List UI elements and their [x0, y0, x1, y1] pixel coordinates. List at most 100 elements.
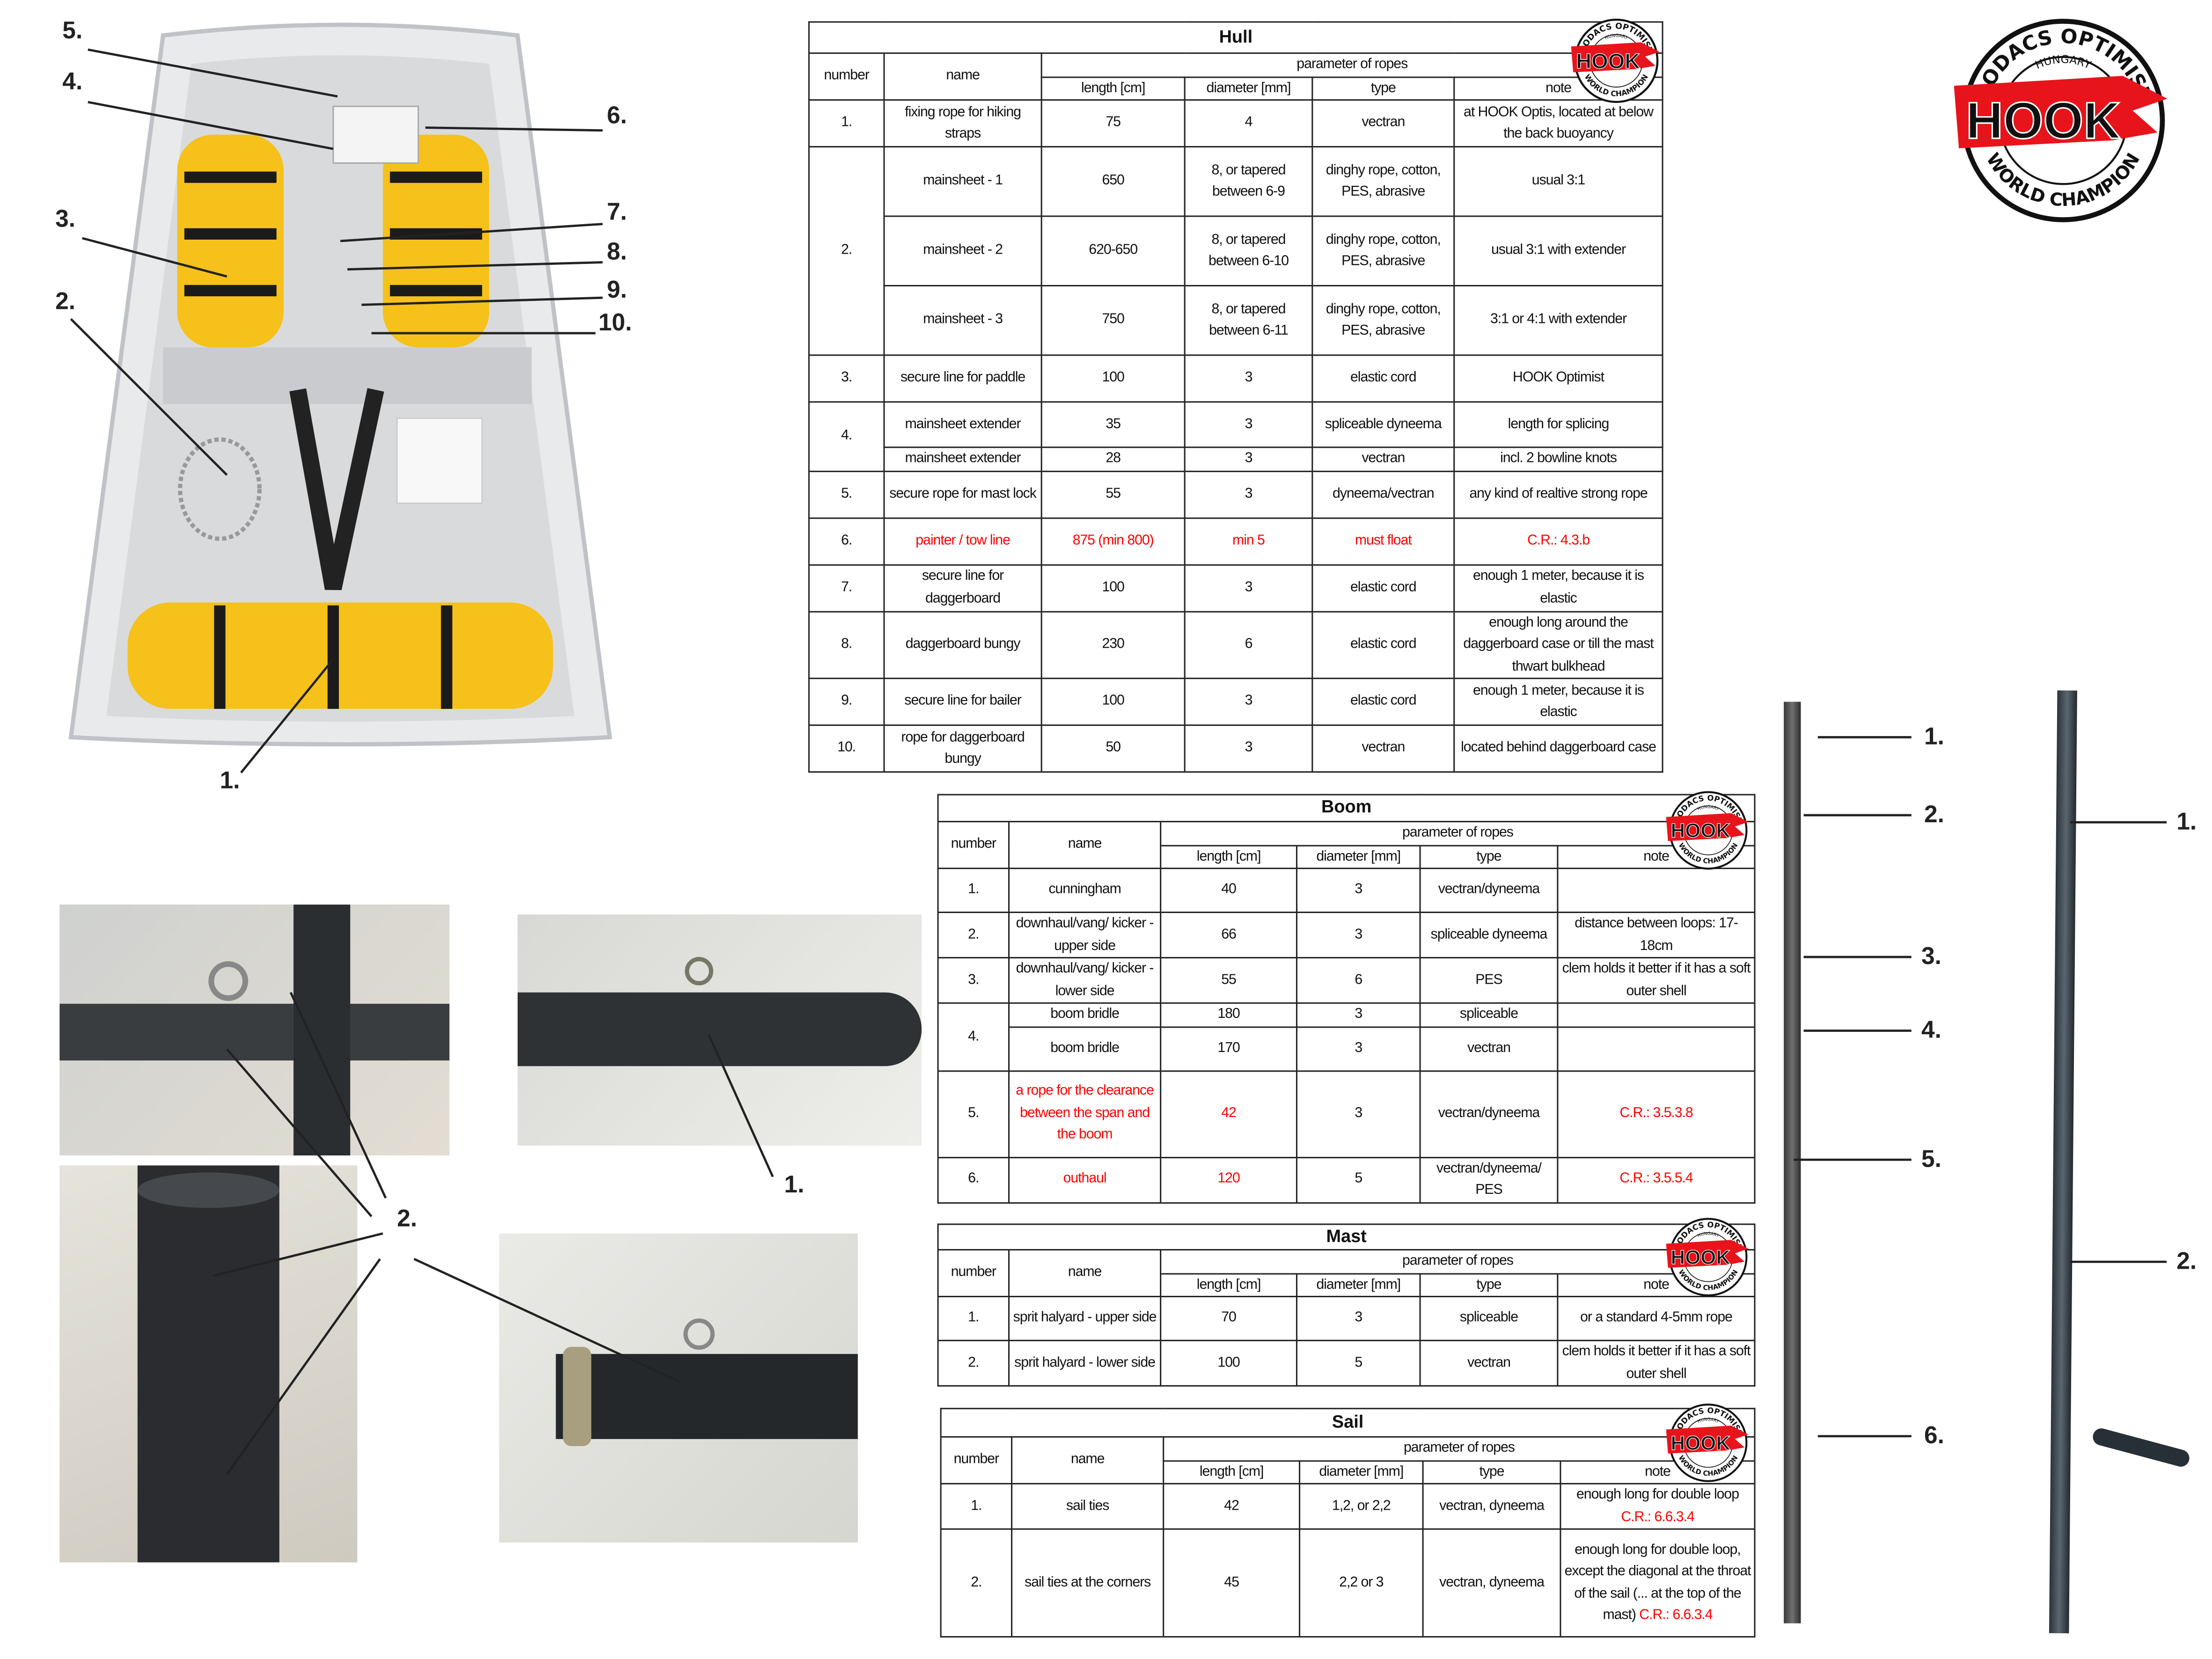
cell-note: usual 3:1	[1453, 146, 1663, 217]
mast-callout-6: 6.	[1924, 1422, 1945, 1449]
cell-type-text: dinghy rope, cotton, PES, abrasive	[1326, 301, 1441, 339]
cell-name: rope for daggerboard bungy	[883, 724, 1042, 773]
cell-name-text: outhaul	[1063, 1171, 1107, 1187]
cell-diameter-text: 6	[1355, 972, 1362, 988]
cell-type: vectran, dyneema	[1422, 1528, 1561, 1638]
cell-type: spliceable dyneema	[1311, 401, 1455, 448]
cell-diameter: 3	[1184, 401, 1313, 448]
table-title: Boom	[937, 794, 1756, 823]
table-title-row: Boom	[937, 794, 1756, 823]
cell-diameter: 3	[1296, 1002, 1421, 1027]
cell-name: mainsheet extender	[883, 446, 1042, 472]
cell-diameter: 3	[1184, 724, 1313, 773]
cell-length-text: 750	[1102, 312, 1124, 328]
cell-length-text: 230	[1102, 636, 1124, 652]
cell-note: C.R.: 3.5.5.4	[1557, 1156, 1756, 1203]
cell-note-text: 3:1 or 4:1 with extender	[1490, 312, 1627, 328]
cell-name-text: mainsheet extender	[905, 416, 1021, 432]
cell-type-text: PES	[1475, 972, 1503, 988]
row-number: 1.	[937, 868, 1010, 913]
mast-callout-3: 3.	[1921, 943, 1941, 970]
cell-length-text: 75	[1106, 115, 1121, 131]
cell-length-text: 28	[1106, 451, 1121, 467]
cell-length: 100	[1040, 678, 1186, 726]
cell-diameter: min 5	[1184, 517, 1313, 565]
row-number: 6.	[937, 1156, 1010, 1203]
cell-type: elastic cord	[1311, 354, 1455, 403]
cell-note-text: at HOOK Optis, located at below the back…	[1464, 104, 1654, 142]
cell-diameter-text: 3	[1355, 1040, 1362, 1056]
cell-note-text: clem holds it better if it has a soft ou…	[1562, 961, 1751, 999]
cell-name-text: mainsheet - 1	[923, 173, 1003, 189]
cell-length-text: 70	[1221, 1310, 1237, 1326]
boat-photo	[64, 21, 617, 765]
cell-note: enough 1 meter, because it is elastic	[1453, 678, 1663, 726]
cell-note-text: C.R.: 3.5.3.8	[1619, 1105, 1693, 1121]
cell-diameter-text: 3	[1245, 579, 1253, 595]
cell-note: 3:1 or 4:1 with extender	[1453, 285, 1663, 356]
cell-diameter: 1,2, or 2,2	[1299, 1483, 1424, 1530]
header-name: name	[1008, 1249, 1162, 1297]
mast-callout-2: 2.	[1924, 801, 1945, 828]
cell-name: downhaul/vang/ kicker - upper side	[1008, 911, 1162, 958]
cell-name-text: downhaul/vang/ kicker - lower side	[1016, 961, 1154, 999]
cell-note-text: enough 1 meter, because it is elastic	[1472, 568, 1644, 607]
cell-type-text: dinghy rope, cotton, PES, abrasive	[1326, 232, 1441, 270]
cell-type: spliceable	[1419, 1002, 1559, 1027]
cell-diameter: 6	[1184, 610, 1313, 680]
mast-tie-photo	[59, 1165, 358, 1563]
svg-text:HUNGARY: HUNGARY	[1697, 1232, 1720, 1239]
row-number: 2.	[937, 1339, 1010, 1387]
cell-type: vectran	[1419, 1025, 1559, 1071]
cell-note: enough long for double loop, except the …	[1560, 1528, 1756, 1638]
cell-name-text: a rope for the clearance between the spa…	[1016, 1083, 1154, 1143]
boat-callout-3: 3.	[55, 205, 76, 233]
hodacs-hook-logo: HODACS OPTIMIST HUNGARY WORLD CHAMPION H…	[1666, 1401, 1751, 1492]
cell-diameter: 2,2 or 3	[1299, 1528, 1424, 1638]
row-number: 1.	[937, 1295, 1010, 1341]
cell-length: 750	[1040, 285, 1186, 356]
cell-name-text: sprit halyard - upper side	[1013, 1310, 1157, 1326]
header-number: number	[940, 1436, 1013, 1484]
cell-name: mainsheet extender	[883, 401, 1042, 448]
mast-callout-4: 4.	[1921, 1016, 1941, 1044]
row-number: 10.	[808, 724, 885, 773]
boat-callout-9: 9.	[607, 276, 627, 304]
cell-note: C.R.: 3.5.3.8	[1557, 1069, 1756, 1158]
cell-type: vectran	[1311, 99, 1455, 148]
cell-type: vectran/dyneema	[1419, 1069, 1559, 1158]
table-title: Hull	[808, 21, 1663, 54]
cell-note: clem holds it better if it has a soft ou…	[1557, 1339, 1756, 1387]
cell-diameter-text: 3	[1355, 1006, 1362, 1023]
cell-diameter-text: 4	[1245, 115, 1253, 131]
cell-diameter-text: 3	[1245, 486, 1253, 502]
cell-note: any kind of realtive strong rope	[1453, 470, 1663, 519]
cell-type: vectran/dyneema/ PES	[1419, 1156, 1559, 1203]
cell-diameter: 3	[1184, 678, 1313, 726]
table-title-row: Hull	[808, 21, 1663, 54]
row-number: 4.	[937, 1002, 1010, 1071]
boat-callout-1: 1.	[220, 767, 240, 794]
cell-diameter: 3	[1184, 470, 1313, 519]
cell-type-text: must float	[1355, 533, 1412, 548]
cell-name: boom bridle	[1008, 1002, 1162, 1027]
cell-diameter-text: 3	[1245, 370, 1253, 386]
header-name: name	[1008, 821, 1162, 870]
cell-diameter-text: 3	[1355, 1310, 1362, 1326]
cell-diameter-text: 3	[1245, 416, 1253, 432]
row-number: 3.	[808, 354, 885, 403]
cell-length-text: 650	[1102, 173, 1124, 189]
cell-type-text: vectran, dyneema	[1439, 1498, 1545, 1514]
row-number: 5.	[808, 470, 885, 519]
boat-callout-7: 7.	[607, 198, 627, 226]
cell-note-text: located behind daggerboard case	[1461, 740, 1656, 756]
cell-name-text: mainsheet - 3	[923, 312, 1003, 328]
